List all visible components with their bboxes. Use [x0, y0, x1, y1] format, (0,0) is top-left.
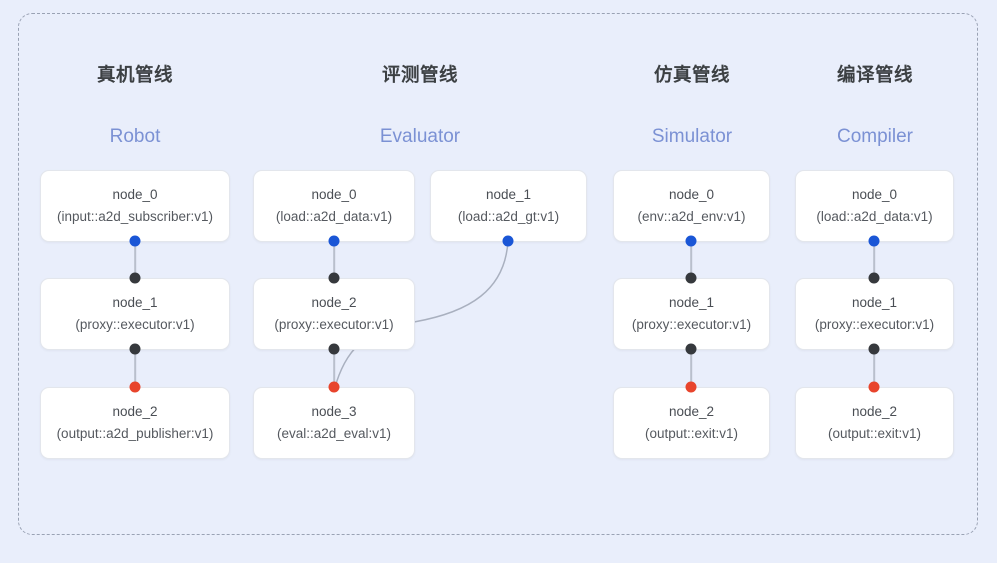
node-box-compiler-0[interactable]: node_0 (load::a2d_data:v1) [795, 170, 954, 242]
node-name: node_1 [485, 187, 532, 203]
port-output-robot-0[interactable] [129, 235, 141, 247]
node-name: node_0 [851, 187, 898, 203]
node-name: node_0 [311, 187, 357, 203]
node-box-evaluator-2[interactable]: node_2 (proxy::executor:v1) [253, 278, 415, 350]
node-spec: (output::exit:v1) [644, 425, 739, 441]
column-subtitle-compiler: Compiler [836, 126, 914, 147]
column-title-robot: 真机管线 [96, 64, 173, 85]
node-name: node_2 [112, 404, 158, 420]
pipeline-group-frame [18, 13, 978, 535]
node-name: node_1 [851, 295, 898, 311]
node-box-simulator-0[interactable]: node_0 (env::a2d_env:v1) [613, 170, 770, 242]
column-subtitle-simulator: Simulator [651, 126, 733, 147]
node-spec: (proxy::executor:v1) [631, 316, 752, 332]
node-box-simulator-1[interactable]: node_1 (proxy::executor:v1) [613, 278, 770, 350]
node-spec: (input::a2d_subscriber:v1) [56, 208, 214, 224]
node-name: node_1 [668, 295, 715, 311]
port-input-evaluator-2[interactable] [328, 272, 340, 284]
column-subtitle-evaluator: Evaluator [379, 126, 461, 147]
link-evaluator-0-2 [333, 241, 335, 278]
node-box-compiler-2[interactable]: node_2 (output::exit:v1) [795, 387, 954, 459]
port-output-evaluator-2[interactable] [328, 343, 340, 355]
node-name: node_3 [311, 404, 357, 420]
port-input-simulator-1[interactable] [685, 272, 697, 284]
node-spec: (load::a2d_data:v1) [275, 208, 393, 224]
port-input-robot-2[interactable] [129, 381, 141, 393]
port-input-simulator-2[interactable] [685, 381, 697, 393]
column-subtitle-robot: Robot [109, 126, 161, 147]
node-spec: (proxy::executor:v1) [274, 316, 394, 332]
node-spec: (env::a2d_env:v1) [637, 208, 746, 224]
node-spec: (output::a2d_publisher:v1) [56, 425, 214, 441]
node-name: node_0 [112, 187, 158, 203]
port-output-evaluator-1[interactable] [502, 235, 514, 247]
node-name: node_0 [668, 187, 715, 203]
node-spec: (proxy::executor:v1) [75, 316, 195, 332]
port-output-evaluator-0[interactable] [328, 235, 340, 247]
column-title-compiler: 编译管线 [836, 64, 913, 85]
port-input-compiler-2[interactable] [868, 381, 880, 393]
node-spec: (eval::a2d_eval:v1) [276, 425, 392, 441]
port-output-simulator-0[interactable] [685, 235, 697, 247]
node-box-evaluator-1[interactable]: node_1 (load::a2d_gt:v1) [430, 170, 587, 242]
link-simulator-1-2 [690, 349, 692, 387]
node-spec: (output::exit:v1) [827, 425, 922, 441]
link-compiler-1-2 [873, 349, 875, 387]
port-input-compiler-1[interactable] [868, 272, 880, 284]
port-input-robot-1[interactable] [129, 272, 141, 284]
node-box-robot-2[interactable]: node_2 (output::a2d_publisher:v1) [40, 387, 230, 459]
port-output-compiler-1[interactable] [868, 343, 880, 355]
column-title-evaluator: 评测管线 [381, 64, 458, 85]
port-output-simulator-1[interactable] [685, 343, 697, 355]
node-spec: (load::a2d_data:v1) [816, 208, 933, 224]
link-simulator-0-1 [690, 241, 692, 278]
port-input-evaluator-3[interactable] [328, 381, 340, 393]
link-evaluator-2-3 [333, 349, 335, 387]
node-spec: (proxy::executor:v1) [814, 316, 935, 332]
column-title-simulator: 仿真管线 [653, 64, 730, 85]
node-box-evaluator-3[interactable]: node_3 (eval::a2d_eval:v1) [253, 387, 415, 459]
node-box-robot-0[interactable]: node_0 (input::a2d_subscriber:v1) [40, 170, 230, 242]
link-compiler-0-1 [873, 241, 875, 278]
node-spec: (load::a2d_gt:v1) [457, 208, 560, 224]
node-name: node_2 [311, 295, 357, 311]
node-box-simulator-2[interactable]: node_2 (output::exit:v1) [613, 387, 770, 459]
link-robot-0-1 [134, 241, 136, 278]
node-box-robot-1[interactable]: node_1 (proxy::executor:v1) [40, 278, 230, 350]
node-name: node_2 [851, 404, 898, 420]
node-box-compiler-1[interactable]: node_1 (proxy::executor:v1) [795, 278, 954, 350]
port-output-robot-1[interactable] [129, 343, 141, 355]
node-box-evaluator-0[interactable]: node_0 (load::a2d_data:v1) [253, 170, 415, 242]
node-name: node_2 [668, 404, 715, 420]
node-name: node_1 [112, 295, 158, 311]
port-output-compiler-0[interactable] [868, 235, 880, 247]
link-robot-1-2 [134, 349, 136, 387]
